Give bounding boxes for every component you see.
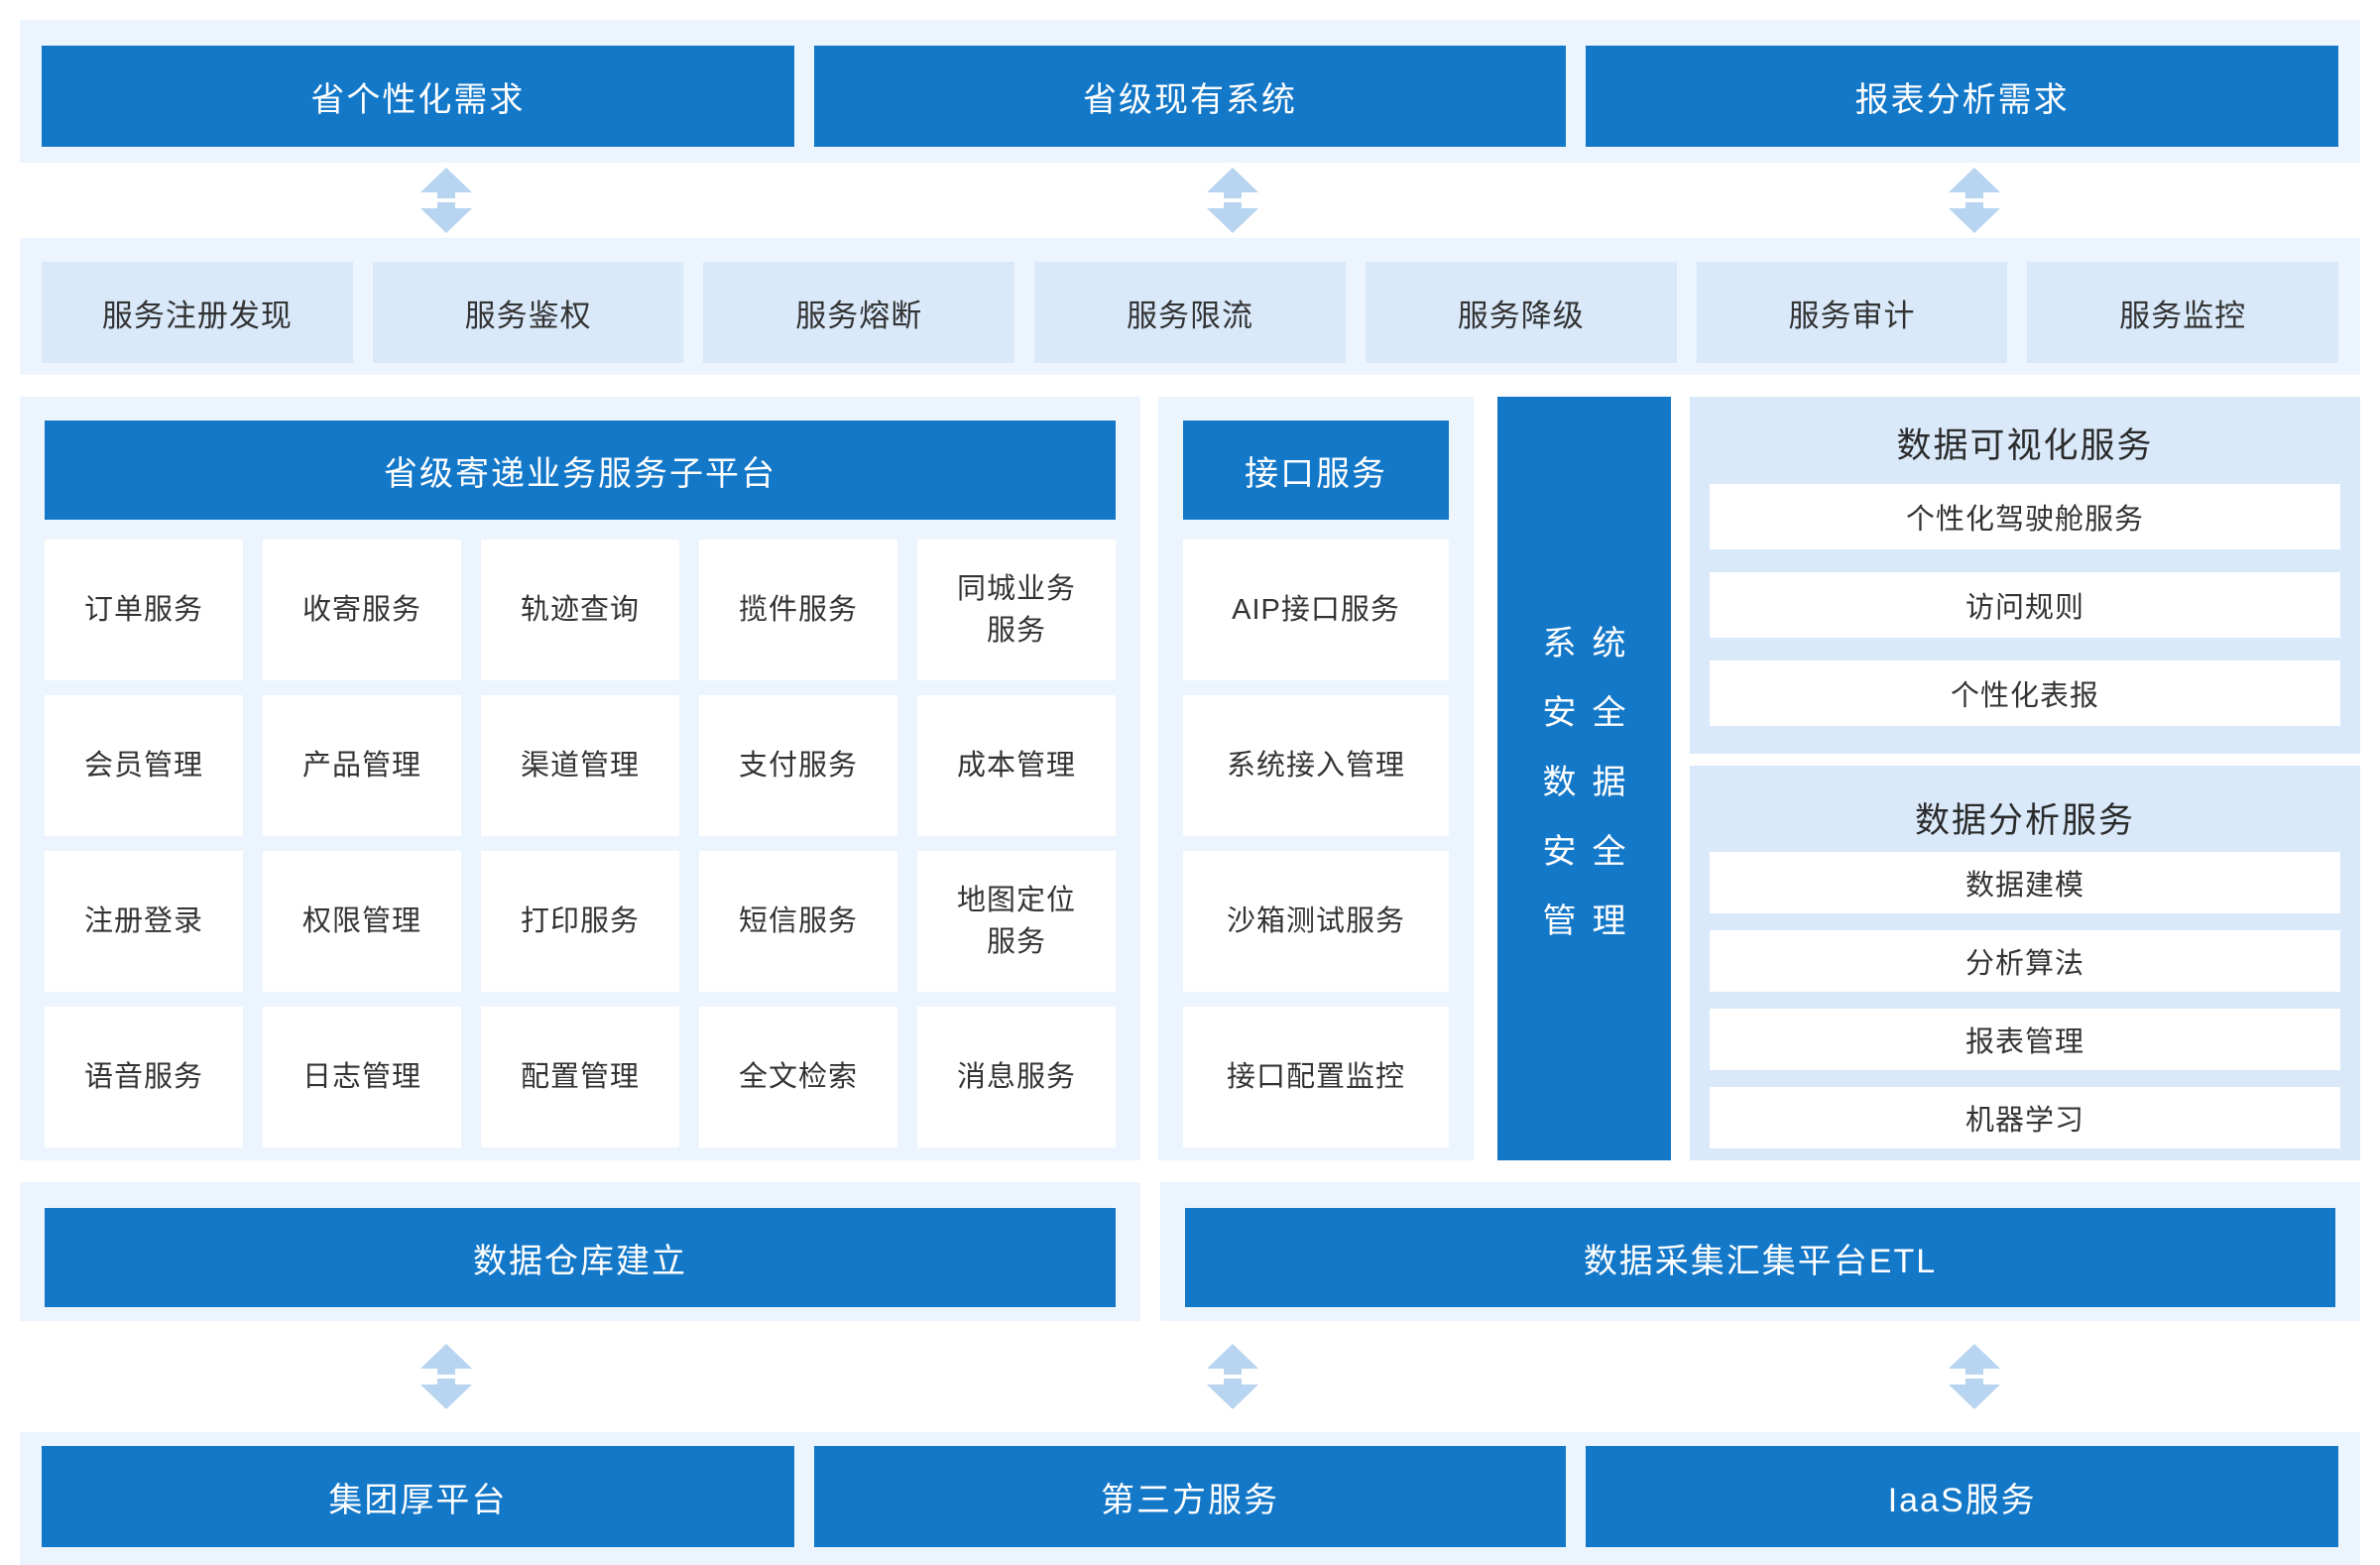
double-arrow-icon [1207, 168, 1258, 233]
delivery-subplatform-panel: 省级寄递业务服务子平台 订单服务 收寄服务 轨迹查询 揽件服务 同城业务 服务 … [20, 397, 1140, 1160]
double-arrow-icon [420, 168, 472, 233]
security-bar-line: 系统 [1542, 624, 1642, 662]
top-requirements-band: 省个性化需求 省级现有系统 报表分析需求 [20, 20, 2360, 163]
security-bar-line: 数据 [1542, 763, 1642, 801]
service-card-register-login: 注册登录 [45, 851, 243, 992]
service-card-pickup: 揽件服务 [699, 540, 897, 680]
delivery-subplatform-header: 省级寄递业务服务子平台 [45, 421, 1116, 520]
service-card-intracity: 同城业务 服务 [917, 540, 1116, 680]
service-card-order: 订单服务 [45, 540, 243, 680]
interface-card-sandbox-test: 沙箱测试服务 [1183, 851, 1449, 992]
service-card-product: 产品管理 [263, 695, 461, 836]
arrow-row-top [0, 163, 2380, 238]
main-section: 省级寄递业务服务子平台 订单服务 收寄服务 轨迹查询 揽件服务 同城业务 服务 … [20, 397, 2360, 1160]
service-gateway-band: 服务注册发现 服务鉴权 服务熔断 服务限流 服务降级 服务审计 服务监控 [20, 238, 2360, 375]
double-arrow-icon [1949, 168, 2000, 233]
service-card-fulltext-search: 全文检索 [699, 1007, 897, 1147]
delivery-services-grid: 订单服务 收寄服务 轨迹查询 揽件服务 同城业务 服务 会员管理 产品管理 渠道… [45, 540, 1116, 1147]
data-visualization-panel: 数据可视化服务 个性化驾驶舱服务 访问规则 个性化表报 [1690, 397, 2360, 754]
double-arrow-icon [420, 1344, 472, 1409]
analysis-row-report-management: 报表管理 [1710, 1009, 2340, 1070]
service-box-rate-limit: 服务限流 [1034, 262, 1346, 363]
interface-card-config-monitor: 接口配置监控 [1183, 1007, 1449, 1147]
banner-third-party-services: 第三方服务 [813, 1446, 1567, 1547]
analysis-row-algorithms: 分析算法 [1710, 930, 2340, 992]
service-box-circuit-breaker: 服务熔断 [703, 262, 1015, 363]
data-analysis-title: 数据分析服务 [1914, 800, 2135, 840]
viz-row-personalized-report: 个性化表报 [1710, 661, 2340, 726]
security-bar-line: 管理 [1542, 902, 1642, 940]
service-card-member: 会员管理 [45, 695, 243, 836]
service-box-audit: 服务审计 [1696, 262, 2008, 363]
interface-services-list: AIP接口服务 系统接入管理 沙箱测试服务 接口配置监控 [1183, 540, 1449, 1147]
double-arrow-icon [1207, 1344, 1258, 1409]
banner-group-platform: 集团厚平台 [42, 1446, 794, 1547]
viz-row-cockpit: 个性化驾驶舱服务 [1710, 484, 2340, 549]
service-card-sms: 短信服务 [699, 851, 897, 992]
double-arrow-icon [1949, 1344, 2000, 1409]
service-card-map-location: 地图定位 服务 [917, 851, 1116, 992]
security-bar-line: 安全 [1542, 693, 1642, 732]
service-card-channel: 渠道管理 [481, 695, 679, 836]
service-box-authentication: 服务鉴权 [372, 262, 684, 363]
interface-card-system-access: 系统接入管理 [1183, 695, 1449, 836]
service-box-registry-discovery: 服务注册发现 [42, 262, 353, 363]
analysis-row-data-modeling: 数据建模 [1710, 852, 2340, 913]
security-management-bar: 系统 安全 数据 安全 管理 [1497, 397, 1671, 1160]
banner-province-personalized-needs: 省个性化需求 [42, 46, 794, 147]
service-card-print: 打印服务 [481, 851, 679, 992]
data-visualization-title: 数据可视化服务 [1896, 425, 2154, 465]
service-card-log: 日志管理 [263, 1007, 461, 1147]
security-bar-line: 安全 [1542, 832, 1642, 871]
interface-services-panel: 接口服务 AIP接口服务 系统接入管理 沙箱测试服务 接口配置监控 [1158, 397, 1474, 1160]
service-card-voice: 语音服务 [45, 1007, 243, 1147]
banner-etl-platform: 数据采集汇集平台ETL [1185, 1208, 2335, 1307]
data-services-column: 数据可视化服务 个性化驾驶舱服务 访问规则 个性化表报 数据分析服务 数据建模 … [1690, 397, 2360, 1160]
banner-data-warehouse: 数据仓库建立 [45, 1208, 1116, 1307]
banner-report-analysis-needs: 报表分析需求 [1586, 46, 2339, 147]
bottom-platforms-band: 集团厚平台 第三方服务 IaaS服务 [20, 1432, 2360, 1565]
viz-row-access-rules: 访问规则 [1710, 572, 2340, 638]
interface-card-aip: AIP接口服务 [1183, 540, 1449, 680]
banner-province-existing-systems: 省级现有系统 [813, 46, 1567, 147]
analysis-row-machine-learning: 机器学习 [1710, 1087, 2340, 1148]
service-card-payment: 支付服务 [699, 695, 897, 836]
service-card-track-query: 轨迹查询 [481, 540, 679, 680]
interface-services-header: 接口服务 [1183, 421, 1449, 520]
arrow-row-bottom [0, 1321, 2380, 1432]
service-box-monitoring: 服务监控 [2027, 262, 2339, 363]
service-card-permission: 权限管理 [263, 851, 461, 992]
etl-platform-wrapper: 数据采集汇集平台ETL [1160, 1182, 2360, 1321]
data-warehouse-wrapper: 数据仓库建立 [20, 1182, 1140, 1321]
service-card-collect-send: 收寄服务 [263, 540, 461, 680]
banner-iaas-services: IaaS服务 [1586, 1446, 2339, 1547]
data-visualization-rows: 个性化驾驶舱服务 访问规则 个性化表报 [1710, 484, 2340, 726]
service-card-cost: 成本管理 [917, 695, 1116, 836]
service-card-config: 配置管理 [481, 1007, 679, 1147]
architecture-diagram: 省个性化需求 省级现有系统 报表分析需求 服务注册发现 服务鉴权 服 [0, 20, 2380, 1565]
service-box-degradation: 服务降级 [1365, 262, 1677, 363]
data-platform-row: 数据仓库建立 数据采集汇集平台ETL [20, 1182, 2360, 1321]
data-analysis-panel: 数据分析服务 数据建模 分析算法 报表管理 机器学习 [1690, 766, 2360, 1160]
data-analysis-rows: 数据建模 分析算法 报表管理 机器学习 [1710, 852, 2340, 1148]
service-card-message: 消息服务 [917, 1007, 1116, 1147]
